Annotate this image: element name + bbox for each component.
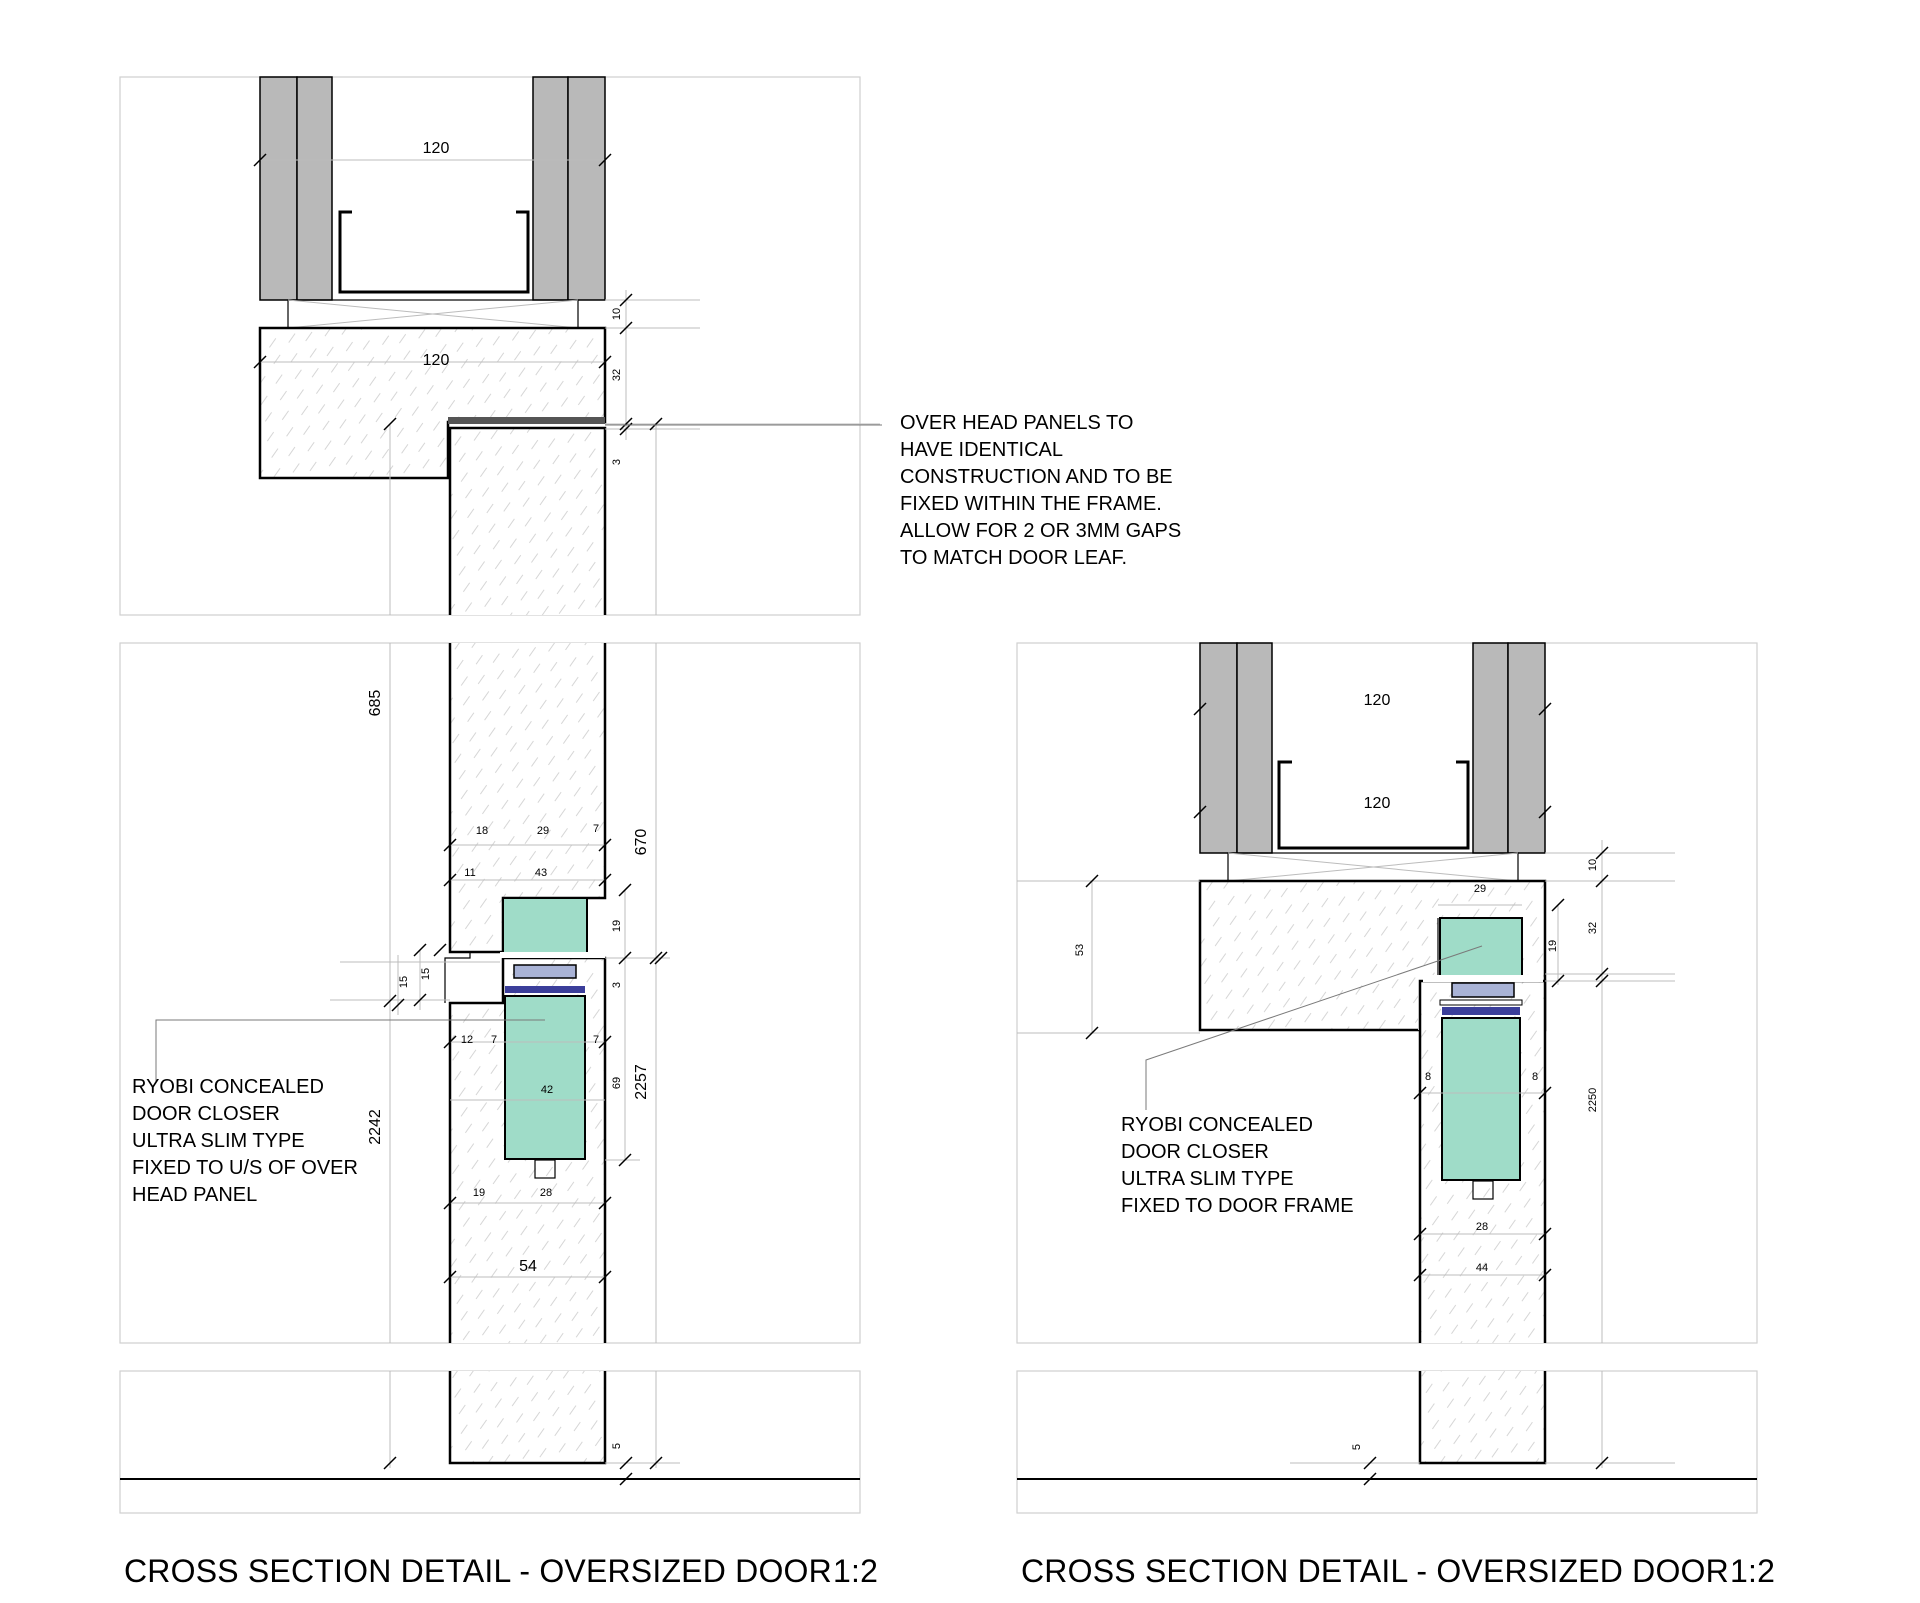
wall-lining-r1 (1199, 642, 1238, 854)
dim-gap-10: 10 (611, 308, 623, 320)
title-right: CROSS SECTION DETAIL - OVERSIZED DOOR (1021, 1553, 1729, 1589)
closer-body-lower-right (1441, 1017, 1521, 1181)
door-leaf-bottom (448, 1371, 607, 1465)
notch (444, 952, 471, 1003)
closer-spindle-right (1472, 1180, 1494, 1200)
dim-3: 3 (611, 982, 623, 988)
dim-69: 69 (611, 1077, 623, 1089)
dim-12: 12 (461, 1034, 473, 1046)
closer-body-lower (504, 995, 586, 1160)
head-detail: 120 120 10 32 3 (253, 76, 882, 615)
closer-note-right: RYOBI CONCEALED DOOR CLOSER ULTRA SLIM T… (1121, 1114, 1354, 1217)
closer-band-right (1442, 1007, 1520, 1015)
dim-7a: 7 (593, 823, 599, 835)
dim-r-32: 32 (1587, 922, 1599, 934)
dim-r-120b: 120 (1364, 795, 1391, 812)
closer-band (505, 986, 585, 993)
dim-2257: 2257 (633, 1064, 650, 1100)
dim-r-8b: 8 (1532, 1071, 1538, 1083)
dim-54: 54 (519, 1258, 537, 1275)
dim-r-28: 28 (1476, 1221, 1488, 1233)
door-leaf-top (448, 426, 607, 615)
dim-panel-32: 32 (611, 369, 623, 381)
dim-r-53: 53 (1074, 944, 1086, 956)
dim-r-120a: 120 (1364, 692, 1391, 709)
steel-channel (338, 210, 530, 294)
wall-lining-left-inner (296, 76, 333, 301)
dim-r-44: 44 (1476, 1262, 1488, 1274)
frame-mid-right (1016, 642, 1758, 1344)
wall-lining-right-inner (532, 76, 569, 301)
steel-channel-right (1277, 760, 1470, 850)
closer-body-upper (502, 897, 588, 954)
dim-11: 11 (464, 867, 475, 879)
overhead-panel-note: OVER HEAD PANELS TO HAVE IDENTICAL CONST… (900, 412, 1182, 569)
dim-7c: 7 (593, 1034, 599, 1046)
closer-body-upper-right (1439, 917, 1523, 981)
dim-19b: 19 (473, 1187, 485, 1199)
dim-leaf-gap-3: 3 (611, 459, 623, 465)
dim-685: 685 (367, 690, 384, 717)
dim-r-5: 5 (1351, 1444, 1363, 1450)
dim-19: 19 (611, 920, 623, 932)
dim-5: 5 (611, 1443, 623, 1449)
dim-wall-width: 120 (423, 140, 450, 157)
wall-lining-right (567, 76, 606, 301)
dim-29: 29 (537, 825, 549, 837)
dim-28: 28 (540, 1187, 552, 1199)
wall-lining-r3 (1472, 642, 1509, 854)
wall-lining-r2 (1236, 642, 1273, 854)
dim-r-10: 10 (1587, 859, 1599, 871)
closer-detail-left: 685 670 18 29 7 11 43 19 15 15 3 12 7 7 … (155, 643, 670, 1343)
closer-note-left: RYOBI CONCEALED DOOR CLOSER ULTRA SLIM T… (132, 1076, 358, 1206)
closer-detail-right: 120 120 10 29 53 19 32 8 8 2250 28 44 (1017, 642, 1675, 1343)
dim-670: 670 (633, 829, 650, 856)
scale-right: 1:2 (1730, 1553, 1776, 1589)
threshold-right: 5 (1017, 1371, 1757, 1486)
scale-left: 1:2 (833, 1553, 879, 1589)
threshold-left: 5 (120, 1371, 860, 1486)
closer-arm-right (1451, 982, 1515, 998)
frame-bottom-right (1016, 1370, 1758, 1514)
dim-42: 42 (541, 1084, 553, 1096)
dim-r-19: 19 (1547, 940, 1559, 952)
wall-lining-r4 (1507, 642, 1546, 854)
closer-left-leader (155, 1019, 545, 1082)
closer-spindle (534, 1159, 556, 1179)
dim-2242: 2242 (367, 1109, 384, 1145)
dim-r-8a: 8 (1425, 1071, 1431, 1083)
closer-arm (513, 964, 577, 979)
wall-lining-left (259, 76, 298, 301)
dim-43: 43 (535, 867, 547, 879)
dim-r-2250: 2250 (1587, 1088, 1599, 1112)
dim-7b: 7 (491, 1034, 497, 1046)
dim-panel-width: 120 (423, 352, 450, 369)
dim-18: 18 (476, 825, 488, 837)
seal-strip (448, 417, 605, 424)
title-left: CROSS SECTION DETAIL - OVERSIZED DOOR (124, 1553, 832, 1589)
closer-right-leader (1145, 945, 1483, 1110)
dim-r-29: 29 (1474, 883, 1486, 895)
dim-15b: 15 (420, 968, 432, 980)
dim-15a: 15 (398, 976, 410, 988)
door-leaf-bottom-right (1418, 1371, 1547, 1465)
